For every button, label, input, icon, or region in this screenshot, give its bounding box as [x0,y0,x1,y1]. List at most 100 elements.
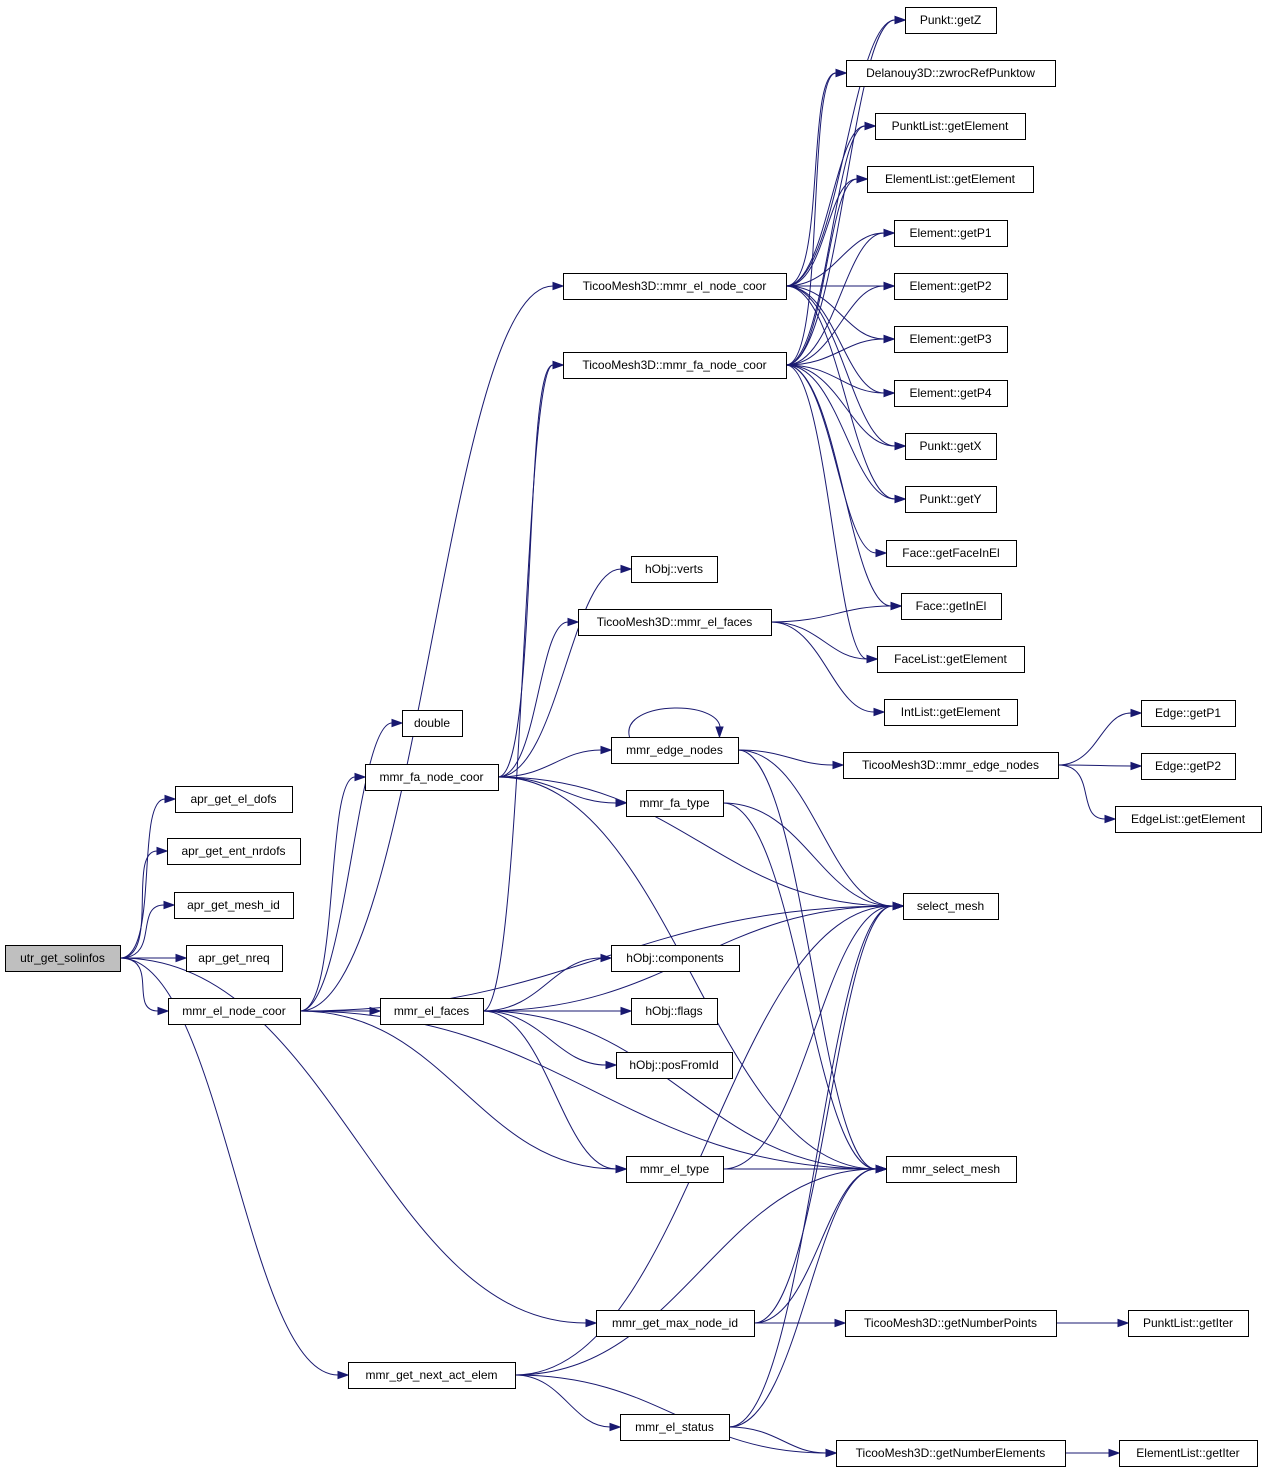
node-label: TicooMesh3D::mmr_edge_nodes [862,758,1039,772]
graph-node-punktlist-getiter[interactable]: PunktList::getIter [1128,1310,1249,1337]
edge-line [785,232,885,366]
graph-node-select-mesh[interactable]: select_mesh [903,893,999,920]
graph-edge [785,285,896,344]
graph-node-t-mmr-el-faces[interactable]: TicooMesh3D::mmr_el_faces [578,609,772,636]
graph-node-edge-getp1[interactable]: Edge::getP1 [1141,700,1236,727]
edge-line [514,1374,611,1428]
node-label: Edge::getP2 [1155,759,1221,773]
graph-edge [1057,764,1117,824]
graph-node-apr-get-nreq[interactable]: apr_get_nreq [186,945,283,972]
edge-line [737,749,894,907]
graph-node-mmr-el-node-coor[interactable]: mmr_el_node_coor [168,998,301,1025]
graph-node-element-getp1[interactable]: Element::getP1 [894,220,1008,247]
graph-edge [119,794,177,959]
graph-edge [119,846,169,959]
edge-line [299,722,393,1012]
node-label: Face::getInEl [916,599,987,613]
graph-node-hobj-flags[interactable]: hObj::flags [631,998,718,1025]
graph-node-t-getnumberpoints[interactable]: TicooMesh3D::getNumberPoints [845,1310,1057,1337]
graph-node-punkt-getz[interactable]: Punkt::getZ [905,7,997,34]
graph-node-t-mmr-fa-node-coor[interactable]: TicooMesh3D::mmr_fa_node_coor [563,352,787,379]
edge-arrowhead [883,281,896,291]
graph-node-mmr-fa-node-coor[interactable]: mmr_fa_node_coor [365,764,499,791]
node-label: utr_get_solinfos [20,951,105,965]
graph-node-t-getnumberelements[interactable]: TicooMesh3D::getNumberElements [836,1440,1066,1467]
graph-edge [497,776,628,808]
graph-node-elementlist-getiter[interactable]: ElementList::getIter [1119,1440,1258,1467]
graph-node-intlist-getelement[interactable]: IntList::getElement [884,699,1018,726]
graph-edge [728,901,905,1428]
node-box [174,892,294,919]
node-label: mmr_get_max_node_id [612,1316,738,1330]
graph-node-edgelist-getelement[interactable]: EdgeList::getElement [1115,806,1262,833]
graph-node-punktlist-getelement[interactable]: PunktList::getElement [875,113,1026,140]
graph-node-face-getfaceinel[interactable]: Face::getFaceInEl [886,540,1017,567]
graph-node-element-getp2[interactable]: Element::getP2 [894,273,1008,300]
graph-node-t-mmr-el-node-coor[interactable]: TicooMesh3D::mmr_el_node_coor [563,273,787,300]
graph-node-hobj-posfromid[interactable]: hObj::posFromId [616,1052,733,1079]
edge-line [299,1010,617,1170]
graph-node-delanouy3d-zwroc[interactable]: Delanouy3D::zwrocRefPunktow [846,60,1056,87]
edge-line [785,285,885,340]
node-label: apr_get_nreq [198,951,269,965]
node-box [843,752,1059,779]
graph-node-punkt-gety[interactable]: Punkt::getY [905,486,997,513]
graph-node-utr-get-solinfos[interactable]: utr_get_solinfos [5,945,121,972]
edge-arrowhead [875,548,888,558]
node-label: PunktList::getIter [1143,1316,1233,1330]
graph-node-mmr-el-faces[interactable]: mmr_el_faces [380,998,484,1025]
graph-node-hobj-verts[interactable]: hObj::verts [631,556,718,583]
edge-arrowhead [552,360,565,370]
edge-layer [119,15,1143,1458]
graph-node-mmr-el-status[interactable]: mmr_el_status [620,1414,730,1441]
graph-edge [497,564,633,778]
graph-node-element-getp3[interactable]: Element::getP3 [894,326,1008,353]
graph-node-punkt-getx[interactable]: Punkt::getX [905,433,997,460]
graph-edge [722,802,905,911]
node-box [1115,806,1262,833]
graph-node-apr-get-el-dofs[interactable]: apr_get_el_dofs [175,786,293,813]
graph-node-t-mmr-edge-nodes[interactable]: TicooMesh3D::mmr_edge_nodes [843,752,1059,779]
edge-line [785,364,896,500]
edge-arrowhead [156,846,169,856]
graph-node-apr-get-ent-nrdofs[interactable]: apr_get_ent_nrdofs [167,838,301,865]
node-label: mmr_el_node_coor [182,1004,285,1018]
graph-node-mmr-fa-type[interactable]: mmr_fa_type [626,790,724,817]
graph-node-mmr-edge-nodes[interactable]: mmr_edge_nodes [611,737,739,764]
edge-arrowhead [620,564,633,574]
node-box [884,699,1018,726]
node-label: mmr_edge_nodes [626,743,723,757]
graph-node-double[interactable]: double [402,710,463,737]
edge-arrowhead [1130,761,1143,771]
graph-node-mmr-select-mesh[interactable]: mmr_select_mesh [886,1156,1017,1183]
graph-node-facelist-getelement[interactable]: FaceList::getElement [877,646,1025,673]
edge-line [785,364,877,554]
graph-node-mmr-el-type[interactable]: mmr_el_type [626,1156,724,1183]
graph-node-mmr-get-max-node-id[interactable]: mmr_get_max_node_id [596,1310,755,1337]
edge-line [1057,764,1106,820]
graph-edge [119,957,350,1380]
graph-node-face-getinel[interactable]: Face::getInEl [901,593,1002,620]
edge-line [728,905,894,1428]
edge-line [119,957,587,1324]
edge-line [785,364,868,660]
graph-node-elementlist-getelement[interactable]: ElementList::getElement [867,166,1034,193]
node-box [563,273,787,300]
edge-arrowhead [163,900,176,910]
edge-line [119,798,166,959]
edge-arrowhead [354,772,367,782]
graph-edge [785,364,879,664]
graph-node-hobj-components[interactable]: hObj::components [611,945,740,972]
node-box [877,646,1025,673]
graph-edge [737,749,888,1174]
graph-edge [785,174,869,366]
graph-node-mmr-get-next-act-elem[interactable]: mmr_get_next_act_elem [348,1362,516,1389]
graph-node-edge-getp2[interactable]: Edge::getP2 [1141,753,1236,780]
edge-line [119,904,165,959]
graph-node-apr-get-mesh-id[interactable]: apr_get_mesh_id [174,892,294,919]
node-box [631,998,718,1025]
graph-node-element-getp4[interactable]: Element::getP4 [894,380,1008,407]
graph-edge [785,121,877,287]
edge-line [482,1010,877,1170]
